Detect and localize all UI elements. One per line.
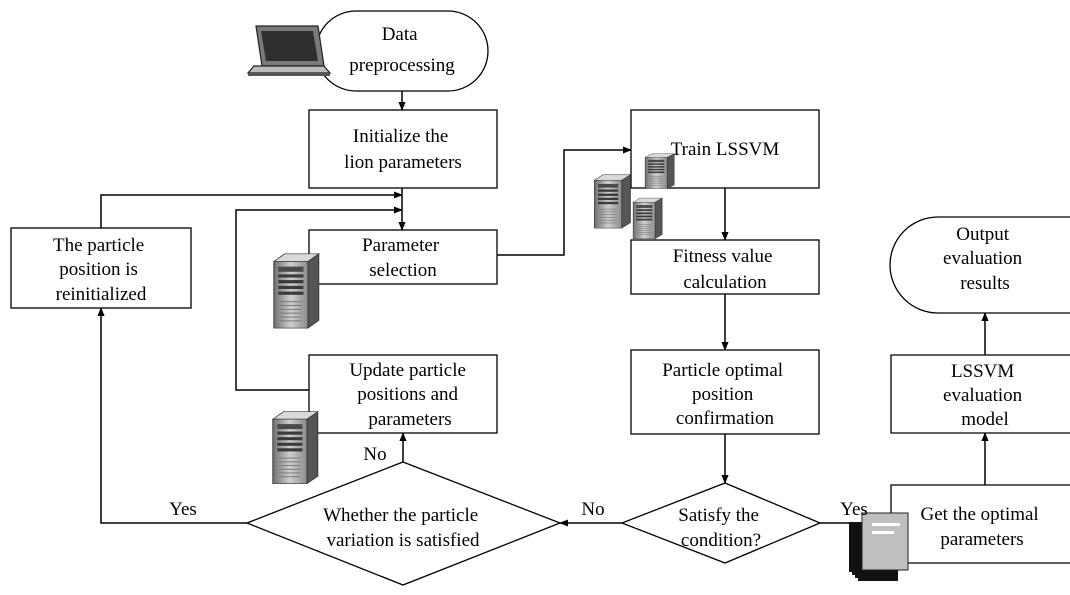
edge-label-no-up: No <box>363 444 386 465</box>
server-icon <box>632 197 663 239</box>
particle-variation-label: Whether the particle variation is satisf… <box>323 505 483 551</box>
edge-label-no-left: No <box>581 499 604 520</box>
server-icon <box>272 411 319 485</box>
arrow-selection-to-train <box>497 146 632 256</box>
edge-label-yes-right: Yes <box>840 499 868 520</box>
satisfy-condition-label: Satisfy the condition? <box>678 505 764 551</box>
get-optimal-parameters-label: Get the optimal parameters <box>921 504 1044 550</box>
output-results-terminal <box>889 216 1070 314</box>
particle-optimal-confirmation-box <box>630 349 820 435</box>
update-particle-positions-label: Update particle positions and parameters <box>349 360 470 430</box>
server-icon <box>594 174 631 229</box>
particle-variation-decision <box>245 461 562 586</box>
fitness-calculation-label: Fitness value calculation <box>673 246 778 293</box>
parameter-selection-label: Parameter selection <box>362 235 444 281</box>
initialize-parameters-label: Initialize the lion parameters <box>344 126 462 173</box>
output-results-label: Output evaluation results <box>943 224 1027 294</box>
server-icon <box>273 253 320 329</box>
arrow-reinit-feedback <box>100 191 403 228</box>
laptop-icon <box>246 25 332 76</box>
train-lssvm-label: Train LSSVM <box>671 139 780 160</box>
edge-label-yes-left: Yes <box>169 499 197 520</box>
data-preprocessing-label: Data preprocessing <box>349 24 455 76</box>
data-preprocessing-terminal <box>315 10 489 92</box>
fitness-calculation-box <box>630 239 820 295</box>
initialize-parameters-box <box>308 109 498 189</box>
particle-reinitialized-label: The particle position is reinitialized <box>53 235 149 305</box>
satisfy-condition-decision <box>620 482 822 564</box>
lssvm-evaluation-model-box <box>890 354 1070 434</box>
lssvm-evaluation-model-label: LSSVM evaluation model <box>943 361 1027 430</box>
document-stack-icon <box>849 512 909 581</box>
parameter-selection-box <box>308 229 498 285</box>
arrow-variation-yes <box>97 307 247 524</box>
update-particle-positions-box <box>308 354 498 434</box>
particle-optimal-confirmation-label: Particle optimal position confirmation <box>662 360 788 429</box>
arrow-update-feedback <box>235 206 403 391</box>
